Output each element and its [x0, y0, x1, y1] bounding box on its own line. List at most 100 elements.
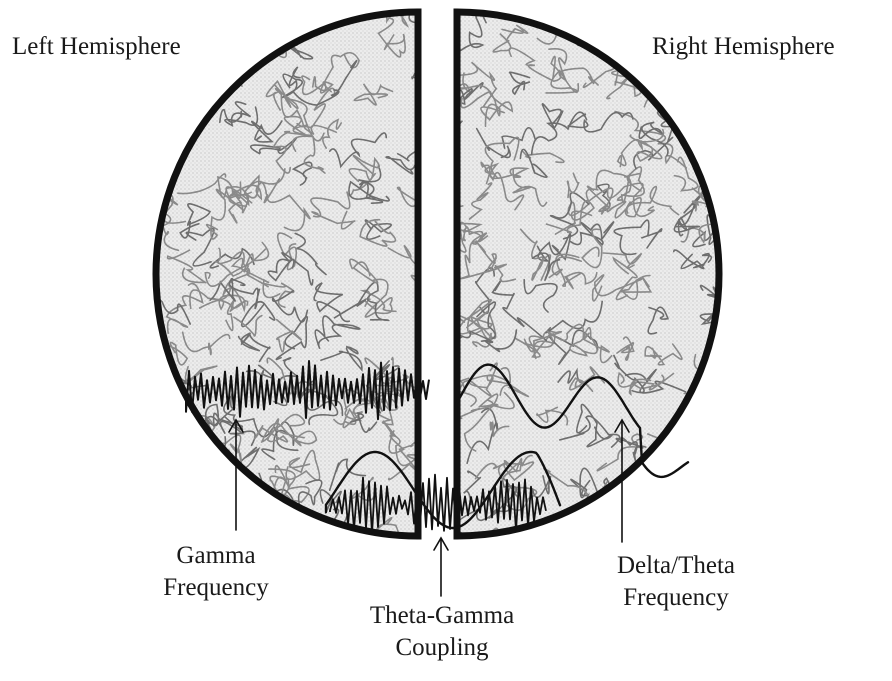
gyrus-fold [156, 65, 203, 111]
gyrus-fold [382, 420, 405, 454]
gyrus-fold [396, 186, 418, 208]
gyrus-fold [204, 241, 270, 287]
gyrus-fold [253, 418, 289, 443]
gyrus-fold [668, 55, 702, 96]
gyrus-fold [276, 232, 298, 271]
gyrus-fold [350, 412, 378, 433]
gyrus-fold [251, 120, 283, 143]
gyrus-fold [267, 251, 314, 286]
gyrus-fold [460, 240, 497, 280]
delta-theta-frequency-label: Delta/Theta Frequency [596, 550, 756, 614]
gyrus-fold [632, 372, 675, 391]
gyrus-fold [523, 278, 558, 313]
gyrus-fold [225, 186, 253, 224]
gyrus-fold [271, 289, 309, 323]
gyrus-fold [474, 461, 535, 482]
gyrus-fold [636, 58, 663, 77]
delta-theta-label-line-2: Frequency [623, 584, 729, 611]
gyrus-fold [240, 300, 276, 328]
gyrus-fold [217, 247, 267, 267]
gyrus-fold [320, 345, 363, 372]
gyrus-fold [591, 274, 643, 302]
gyrus-fold [613, 219, 663, 256]
gyrus-fold [276, 413, 306, 439]
gyrus-fold [314, 315, 361, 350]
gyrus-fold [212, 267, 269, 301]
gyrus-fold [265, 79, 325, 142]
gyrus-fold [673, 156, 699, 192]
gyrus-fold [477, 391, 515, 410]
gyrus-fold [182, 29, 223, 57]
gyrus-fold [376, 12, 410, 28]
gamma-arrow [228, 418, 244, 531]
gyrus-fold [508, 47, 562, 83]
gyrus-fold [205, 188, 244, 240]
gamma-label-line-2: Frequency [163, 574, 269, 601]
gyrus-fold [343, 389, 375, 422]
gyrus-fold [554, 188, 599, 235]
gyrus-fold [487, 257, 517, 283]
gyrus-fold [466, 407, 499, 465]
gyrus-fold [177, 173, 227, 195]
theta-gamma-wave [329, 473, 547, 535]
theta-gamma-arrow [433, 536, 449, 597]
gyrus-fold [675, 12, 719, 25]
gyrus-fold [348, 154, 380, 183]
gyrus-fold [333, 399, 364, 429]
gyrus-fold [484, 162, 530, 180]
gyrus-fold [117, 252, 150, 292]
gyrus-fold [310, 172, 376, 218]
gyrus-fold [459, 12, 487, 52]
gyrus-fold [474, 267, 495, 315]
gyrus-fold [559, 415, 621, 448]
gyrus-fold [319, 51, 360, 94]
gyrus-fold [256, 12, 286, 25]
delta-theta-wave [454, 363, 690, 479]
gyrus-fold [699, 306, 719, 325]
gyrus-fold [168, 73, 192, 97]
gyrus-fold [508, 71, 531, 96]
gyrus-fold [606, 197, 642, 219]
gyrus-fold [359, 289, 397, 313]
gyrus-fold [385, 148, 418, 175]
gyrus-fold [179, 203, 211, 239]
gyrus-fold [570, 467, 600, 499]
right-hemisphere-label: Right Hemisphere [652, 33, 835, 60]
gyrus-fold [457, 312, 497, 340]
gyrus-fold [200, 456, 238, 518]
theta-gamma-label-line-1: Theta-Gamma [369, 602, 515, 629]
gyrus-fold [431, 343, 454, 376]
gyrus-fold [595, 169, 632, 201]
gyrus-fold [377, 17, 406, 58]
gyrus-fold [457, 84, 501, 127]
gyrus-fold [260, 422, 318, 447]
gyrus-fold [576, 403, 613, 448]
gyrus-fold [691, 186, 718, 212]
gyrus-fold [238, 492, 272, 522]
gyrus-fold [536, 233, 572, 262]
gyrus-fold [680, 223, 719, 244]
gyrus-fold [566, 111, 634, 133]
gyrus-fold [549, 191, 590, 240]
theta-gamma-envelope [324, 450, 562, 530]
gyrus-fold [156, 12, 165, 30]
gyrus-fold [457, 370, 477, 407]
gyrus-fold [708, 139, 719, 169]
theta-gamma-label-line-2: Coupling [395, 634, 489, 661]
gyrus-fold [170, 449, 231, 475]
gyrus-fold [353, 83, 394, 106]
gyrus-fold [673, 249, 705, 270]
gamma-frequency-label: Gamma Frequency [146, 540, 286, 604]
gyrus-fold [217, 508, 279, 530]
gyrus-fold [457, 362, 498, 399]
gyrus-fold [457, 221, 483, 253]
gyrus-fold [523, 323, 598, 355]
gyrus-fold [303, 87, 337, 135]
gyrus-fold [169, 471, 211, 510]
gyrus-fold [569, 366, 606, 392]
gyrus-fold [291, 135, 326, 174]
gyrus-fold [329, 132, 388, 169]
left-hemisphere-label: Left Hemisphere [12, 33, 181, 60]
gyrus-fold [269, 475, 296, 511]
gyrus-fold [223, 395, 299, 452]
